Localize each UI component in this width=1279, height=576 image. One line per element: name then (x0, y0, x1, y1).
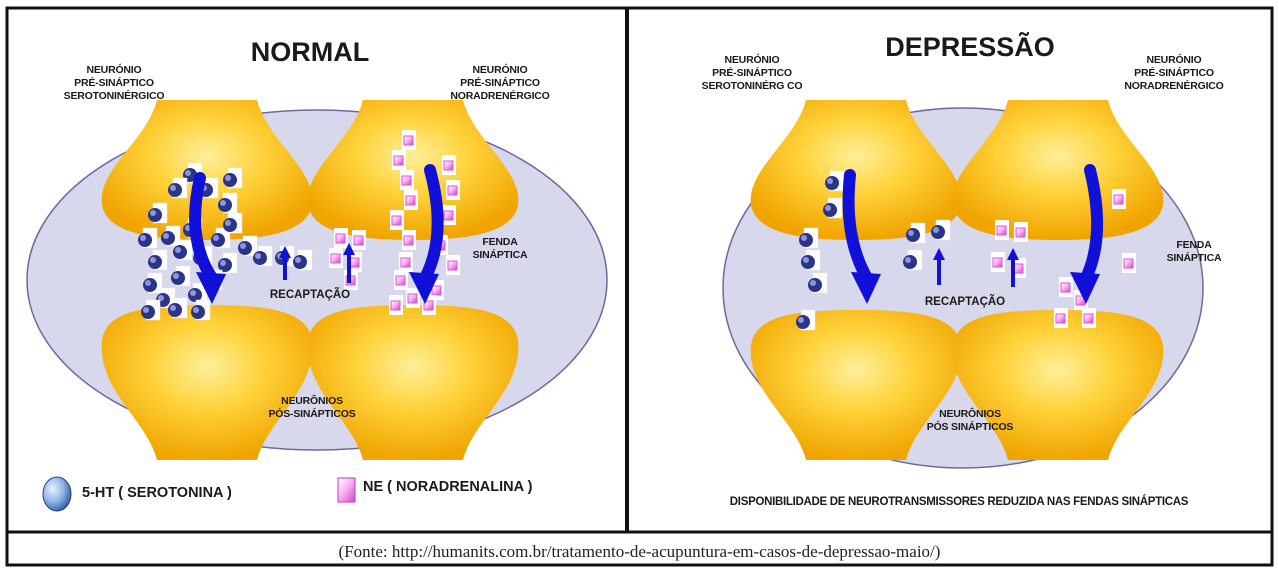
legend-noradrenaline-label: NE ( NORADRENALINA ) (363, 479, 532, 495)
noradrenaline-molecule (442, 155, 456, 175)
noradrenaline-molecule (1112, 189, 1126, 209)
noradrenaline-molecule (1014, 222, 1028, 242)
noradrenaline-molecule (394, 270, 408, 290)
source-caption: (Fonte: http://humanits.com.br/tratament… (7, 542, 1272, 562)
noradrenaline-molecule (1082, 308, 1096, 328)
reduced-availability-note: DISPONIBILIDADE DE NEUROTRANSMISSORES RE… (648, 496, 1270, 508)
noradrenaline-molecule (404, 190, 418, 210)
legend-serotonin-label: 5-HT ( SEROTONINA ) (82, 485, 232, 501)
depressao-recaptacao-label: RECAPTAÇÃO (905, 296, 1025, 308)
depressao-pos-label: NEURÔNIOS PÓS SINÁPTICOS (910, 408, 1030, 434)
noradrenaline-molecule (389, 295, 403, 315)
noradrenaline-molecule (1059, 277, 1073, 297)
noradrenaline-molecule (400, 170, 414, 190)
depressao-title: DEPRESSÃO (870, 32, 1070, 63)
noradrenaline-molecule (446, 180, 460, 200)
noradrenaline-molecule (329, 248, 343, 268)
noradrenaline-molecule (402, 230, 416, 250)
normal-recaptacao-label: RECAPTAÇÃO (250, 289, 370, 301)
noradrenaline-molecule (402, 130, 416, 150)
normal-pre-serotonergic-label: NEURÓNIO PRÉ-SINÁPTICO SEROTONINÉRGICO (54, 64, 174, 103)
depressao-pre-noradrenergic-label: NEURÓNIO PRÉ-SINÁPTICO NORADRENÉRGICO (1114, 54, 1234, 93)
normal-pos-label: NEURÔNIOS PÓS-SINÁPTICOS (252, 395, 372, 421)
noradrenaline-molecule (442, 205, 456, 225)
noradrenaline-molecule (334, 228, 348, 248)
normal-pre-noradrenergic-label: NEURÓNIO PRÉ-SINÁPTICO NORADRENÉRGICO (440, 64, 560, 103)
noradrenaline-molecule (1122, 253, 1136, 273)
normal-fenda-label: FENDA SINÁPTICA (455, 236, 545, 262)
legend-serotonin-icon (43, 477, 71, 511)
noradrenaline-molecule (995, 220, 1009, 240)
noradrenaline-molecule (1054, 308, 1068, 328)
noradrenaline-molecule (390, 210, 404, 230)
noradrenaline-molecule (392, 150, 406, 170)
depressao-fenda-label: FENDA SINÁPTICA (1154, 239, 1234, 265)
noradrenaline-molecule (406, 288, 420, 308)
noradrenaline-molecule (399, 252, 413, 272)
noradrenaline-molecule (991, 252, 1005, 272)
normal-title: NORMAL (240, 37, 380, 68)
noradrenaline-molecule (352, 230, 366, 250)
depressao-pre-serotonergic-label: NEURÓNIO PRÉ-SINÁPTICO SEROTONINÉRG CO (692, 54, 812, 93)
legend-noradrenaline-icon (338, 478, 355, 502)
